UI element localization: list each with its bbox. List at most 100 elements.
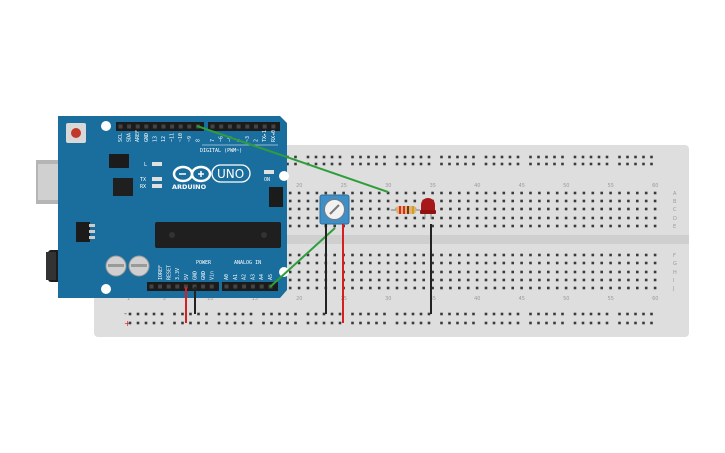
breadboard-hole[interactable] <box>288 261 292 265</box>
breadboard-hole[interactable] <box>573 207 577 211</box>
breadboard-hole[interactable] <box>360 261 363 265</box>
rail-hole[interactable] <box>605 162 609 166</box>
breadboard-hole[interactable] <box>404 278 408 282</box>
breadboard-hole[interactable] <box>600 253 603 257</box>
rail-hole[interactable] <box>626 162 629 166</box>
breadboard-hole[interactable] <box>422 191 425 195</box>
rail-hole[interactable] <box>545 312 548 316</box>
breadboard-hole[interactable] <box>644 191 648 195</box>
breadboard-hole[interactable] <box>511 278 514 282</box>
rail-hole[interactable] <box>456 312 459 316</box>
breadboard-hole[interactable] <box>529 216 532 220</box>
breadboard-hole[interactable] <box>520 216 523 220</box>
breadboard-hole[interactable] <box>484 261 488 265</box>
breadboard-hole[interactable] <box>413 216 417 220</box>
breadboard-hole[interactable] <box>493 207 497 211</box>
breadboard-hole[interactable] <box>618 286 621 290</box>
breadboard-hole[interactable] <box>653 207 657 211</box>
breadboard-hole[interactable] <box>529 261 532 265</box>
breadboard-hole[interactable] <box>431 261 434 265</box>
rail-hole[interactable] <box>589 155 593 159</box>
rail-hole[interactable] <box>322 155 326 159</box>
rail-hole[interactable] <box>650 155 653 159</box>
breadboard-hole[interactable] <box>538 216 541 220</box>
breadboard-hole[interactable] <box>502 261 506 265</box>
rail-hole[interactable] <box>330 321 334 325</box>
breadboard-hole[interactable] <box>484 253 488 257</box>
breadboard-hole[interactable] <box>475 286 479 290</box>
breadboard-hole[interactable] <box>297 278 301 282</box>
breadboard-hole[interactable] <box>306 207 310 211</box>
breadboard-hole[interactable] <box>564 270 568 274</box>
rail-hole[interactable] <box>500 162 504 166</box>
rail-hole[interactable] <box>484 321 488 325</box>
rail-hole[interactable] <box>322 162 326 166</box>
rail-hole[interactable] <box>642 321 645 325</box>
breadboard-hole[interactable] <box>600 191 603 195</box>
breadboard-hole[interactable] <box>431 278 434 282</box>
wire-green-analog[interactable] <box>269 227 336 288</box>
breadboard-hole[interactable] <box>600 224 603 228</box>
breadboard-hole[interactable] <box>315 207 319 211</box>
breadboard-hole[interactable] <box>609 199 612 203</box>
breadboard-hole[interactable] <box>502 207 506 211</box>
breadboard-hole[interactable] <box>404 286 408 290</box>
breadboard-hole[interactable] <box>413 261 417 265</box>
resistor[interactable] <box>391 206 420 214</box>
breadboard-hole[interactable] <box>431 270 434 274</box>
rail-hole[interactable] <box>314 312 318 316</box>
breadboard-hole[interactable] <box>297 270 301 274</box>
breadboard-hole[interactable] <box>369 199 372 203</box>
rail-hole[interactable] <box>553 312 556 316</box>
breadboard-hole[interactable] <box>609 286 612 290</box>
rail-hole[interactable] <box>395 155 399 159</box>
breadboard-hole[interactable] <box>422 278 425 282</box>
breadboard-hole[interactable] <box>315 270 319 274</box>
header-socket[interactable] <box>144 124 149 129</box>
breadboard-hole[interactable] <box>653 253 657 257</box>
breadboard-hole[interactable] <box>609 207 612 211</box>
breadboard-hole[interactable] <box>627 270 630 274</box>
breadboard-hole[interactable] <box>351 207 354 211</box>
header-socket[interactable] <box>219 124 224 129</box>
breadboard-hole[interactable] <box>369 286 372 290</box>
breadboard-hole[interactable] <box>466 207 470 211</box>
breadboard-hole[interactable] <box>573 278 577 282</box>
rail-hole[interactable] <box>529 155 532 159</box>
breadboard-hole[interactable] <box>351 286 354 290</box>
breadboard-hole[interactable] <box>573 199 577 203</box>
breadboard-hole[interactable] <box>520 191 523 195</box>
rail-hole[interactable] <box>634 155 637 159</box>
breadboard-hole[interactable] <box>555 261 559 265</box>
breadboard-hole[interactable] <box>555 191 559 195</box>
rail-hole[interactable] <box>484 162 488 166</box>
rail-hole[interactable] <box>338 162 342 166</box>
rail-hole[interactable] <box>306 312 310 316</box>
breadboard-hole[interactable] <box>440 224 443 228</box>
header-socket[interactable] <box>271 124 276 129</box>
rail-hole[interactable] <box>618 162 621 166</box>
breadboard-hole[interactable] <box>627 191 630 195</box>
rail-hole[interactable] <box>419 321 423 325</box>
breadboard-hole[interactable] <box>377 278 381 282</box>
breadboard-hole[interactable] <box>360 224 363 228</box>
breadboard-hole[interactable] <box>538 191 541 195</box>
rail-hole[interactable] <box>286 321 289 325</box>
breadboard-hole[interactable] <box>484 224 488 228</box>
rail-hole[interactable] <box>294 321 297 325</box>
breadboard-hole[interactable] <box>653 270 657 274</box>
breadboard-hole[interactable] <box>520 286 523 290</box>
rail-hole[interactable] <box>359 162 362 166</box>
rail-hole[interactable] <box>330 312 334 316</box>
breadboard-hole[interactable] <box>555 224 559 228</box>
breadboard-hole[interactable] <box>644 199 648 203</box>
breadboard-hole[interactable] <box>386 199 390 203</box>
rail-hole[interactable] <box>581 155 585 159</box>
rail-hole[interactable] <box>537 312 540 316</box>
potentiometer[interactable] <box>319 194 350 225</box>
breadboard-hole[interactable] <box>493 278 497 282</box>
rail-hole[interactable] <box>597 321 601 325</box>
rail-hole[interactable] <box>500 155 504 159</box>
breadboard-hole[interactable] <box>297 286 301 290</box>
breadboard-hole[interactable] <box>573 270 577 274</box>
